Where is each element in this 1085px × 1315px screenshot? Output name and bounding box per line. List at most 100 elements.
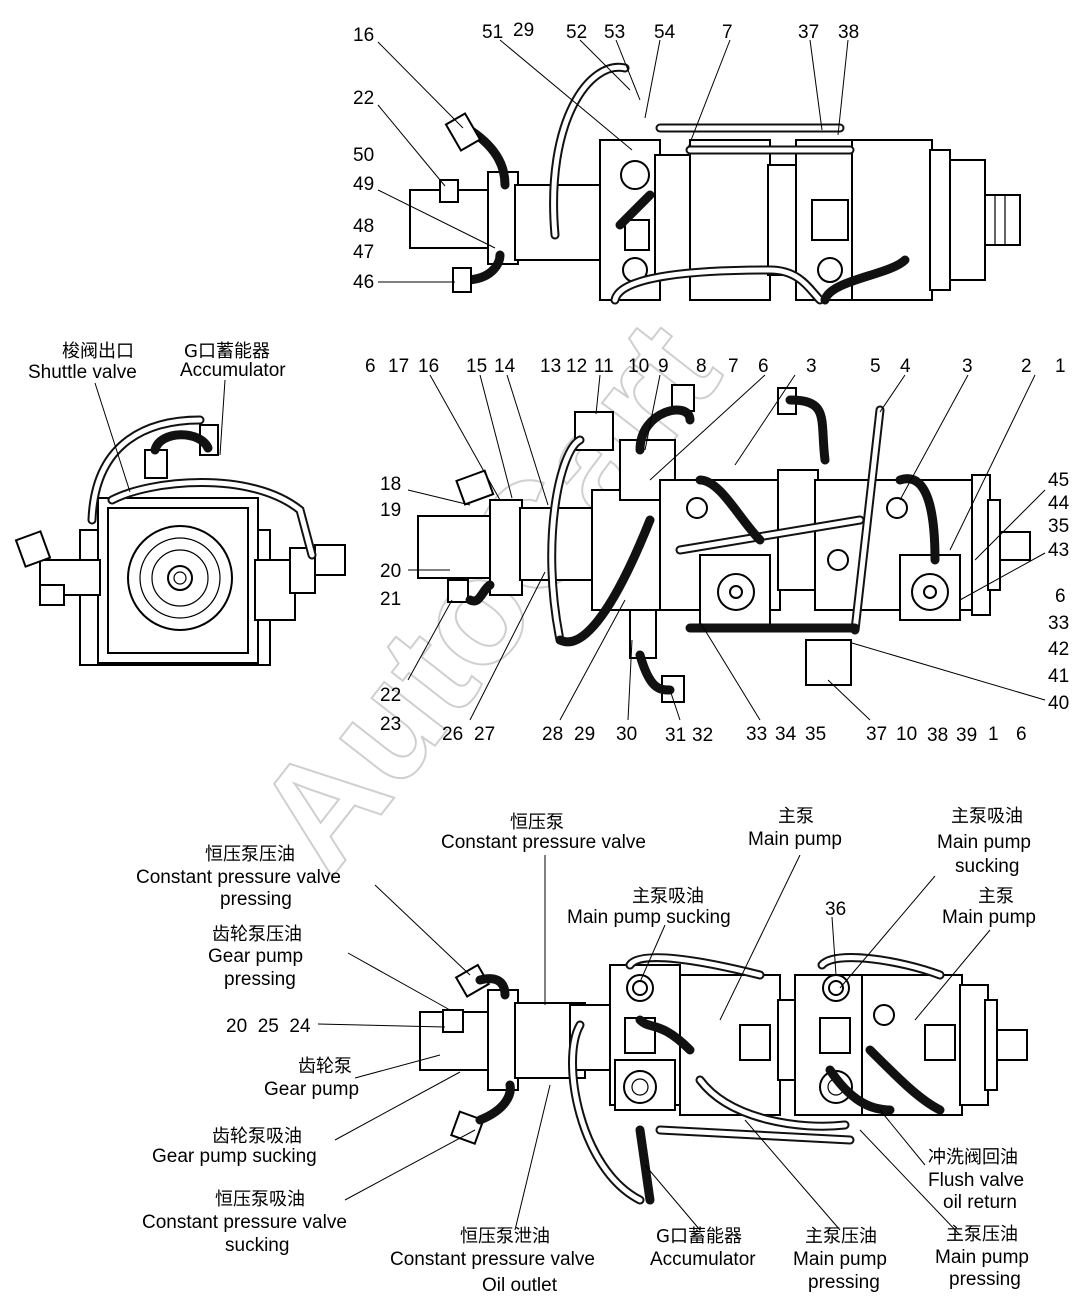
callout: 33 xyxy=(1048,613,1069,634)
callout: 22 xyxy=(380,685,401,706)
side-view-callouts-top: 6 17 16 15 14 13 12 11 10 9 8 7 6 3 5 4 … xyxy=(365,356,1066,377)
callout: 47 xyxy=(353,242,374,263)
side-view-drawing xyxy=(417,384,1031,703)
callout: 46 xyxy=(353,272,374,293)
callout: 1 xyxy=(1055,356,1066,377)
callout: 21 xyxy=(380,589,401,610)
callouts-20-25-24: 20 25 24 xyxy=(226,1016,311,1037)
cpv-pressing-label-en2: pressing xyxy=(220,889,292,910)
cpv-sucking-label-en1: Constant pressure valve xyxy=(142,1212,347,1233)
constant-pump-label-en: Constant pressure valve xyxy=(441,832,646,853)
callout: 6 xyxy=(365,356,376,377)
cpv-outlet-label-cn: 恒压泵泄油 xyxy=(460,1226,550,1247)
gear-pressing-label-en2: pressing xyxy=(224,969,296,990)
main-pump-2-label-cn: 主泵 xyxy=(978,886,1014,907)
callout: 52 xyxy=(566,22,587,43)
end-view-labels: 梭阀出口 Shuttle valve G口蓄能器 Accumulator xyxy=(28,341,286,383)
callout: 51 xyxy=(482,22,503,43)
callout: 31 xyxy=(665,725,686,746)
callout: 39 xyxy=(956,725,977,746)
accumulator-label-en: Accumulator xyxy=(180,360,286,381)
bottom-view-leaders xyxy=(317,854,991,1236)
callout: 43 xyxy=(1048,540,1069,561)
callout: 41 xyxy=(1048,666,1069,687)
callout: 12 xyxy=(566,356,587,377)
callout: 5 xyxy=(870,356,881,377)
end-view-leaders xyxy=(94,379,226,493)
callout: 4 xyxy=(900,356,911,377)
main-pump-suck-2-label-cn: 主泵吸油 xyxy=(951,806,1023,827)
callout: 40 xyxy=(1048,693,1069,714)
callout: 1 xyxy=(988,724,999,745)
callout: 54 xyxy=(654,22,676,43)
bottom-view-drawing xyxy=(419,953,1028,1205)
gear-pump-label-en: Gear pump xyxy=(264,1079,359,1100)
end-view-drawing xyxy=(14,415,346,666)
main-pump-1-label-cn: 主泵 xyxy=(778,806,814,827)
callout: 49 xyxy=(353,174,374,195)
callout: 13 xyxy=(540,356,561,377)
main-pump-1-label-en: Main pump xyxy=(748,829,842,850)
side-view-leaders xyxy=(407,374,1046,721)
callout: 6 xyxy=(1055,586,1066,607)
callout: 35 xyxy=(1048,516,1069,537)
callout: 6 xyxy=(758,356,769,377)
flush-valve-label-en2: oil return xyxy=(943,1192,1017,1213)
callout: 14 xyxy=(494,356,516,377)
side-view-callouts-left: 18 19 20 21 22 23 xyxy=(380,474,401,735)
side-view-callouts-right: 45 44 35 43 6 33 42 41 40 xyxy=(1048,470,1070,714)
gear-pump-label-cn: 齿轮泵 xyxy=(298,1056,352,1077)
callout: 36 xyxy=(825,899,846,920)
callout: 50 xyxy=(353,145,374,166)
callout: 26 xyxy=(442,724,463,745)
side-view-callouts-bottom: 26 27 28 29 30 31 32 33 34 35 37 10 38 3… xyxy=(442,724,1027,746)
gear-pressing-label-en1: Gear pump xyxy=(208,946,303,967)
callout: 3 xyxy=(962,356,973,377)
cpv-pressing-label-en1: Constant pressure valve xyxy=(136,867,341,888)
callout: 11 xyxy=(594,356,614,377)
callout: 23 xyxy=(380,714,401,735)
callout: 18 xyxy=(380,474,401,495)
callout: 10 xyxy=(628,356,649,377)
callout: 20 xyxy=(380,561,401,582)
callout: 7 xyxy=(722,22,733,43)
callout: 6 xyxy=(1016,724,1027,745)
gear-sucking-label-en: Gear pump sucking xyxy=(152,1146,317,1167)
callout: 17 xyxy=(388,356,409,377)
main-pump-suck-1-label-en: Main pump sucking xyxy=(567,907,731,928)
callout: 38 xyxy=(927,725,948,746)
callout: 30 xyxy=(616,724,637,745)
main-pump-pressing-2-label-en2: pressing xyxy=(949,1269,1021,1290)
main-pump-2-label-en: Main pump xyxy=(942,907,1036,928)
callout: 37 xyxy=(866,724,887,745)
g-accumulator-label-cn: G口蓄能器 xyxy=(656,1226,742,1247)
callout: 8 xyxy=(696,356,707,377)
main-pump-suck-1-label-cn: 主泵吸油 xyxy=(632,886,704,907)
callout: 16 xyxy=(418,356,439,377)
callout: 35 xyxy=(805,724,826,745)
gear-pressing-label-cn: 齿轮泵压油 xyxy=(212,924,302,945)
cpv-sucking-label-en2: sucking xyxy=(225,1235,289,1256)
cpv-outlet-label-en1: Constant pressure valve xyxy=(390,1249,595,1270)
callout: 22 xyxy=(353,88,374,109)
main-pump-pressing-1-label-en2: pressing xyxy=(808,1272,880,1293)
callout: 38 xyxy=(838,22,859,43)
callout: 34 xyxy=(775,724,797,745)
top-view-leaders xyxy=(377,39,849,283)
main-pump-suck-2-label-en2: sucking xyxy=(955,856,1019,877)
callout: 32 xyxy=(692,725,713,746)
callout: 9 xyxy=(658,356,669,377)
callout: 42 xyxy=(1048,639,1069,660)
callout: 10 xyxy=(896,724,917,745)
callout: 16 xyxy=(353,25,374,46)
top-view-callouts: 16 22 50 49 48 47 46 51 29 52 53 54 7 37… xyxy=(353,20,859,293)
shuttle-valve-label-en: Shuttle valve xyxy=(28,362,137,383)
main-pump-suck-2-label-en1: Main pump xyxy=(937,832,1031,853)
main-pump-pressing-1-label-cn: 主泵压油 xyxy=(805,1226,877,1247)
callout: 53 xyxy=(604,22,625,43)
callout: 27 xyxy=(474,724,495,745)
top-view-drawing xyxy=(409,62,1021,305)
gear-sucking-label-cn: 齿轮泵吸油 xyxy=(212,1126,302,1147)
callout: 2 xyxy=(1021,356,1032,377)
